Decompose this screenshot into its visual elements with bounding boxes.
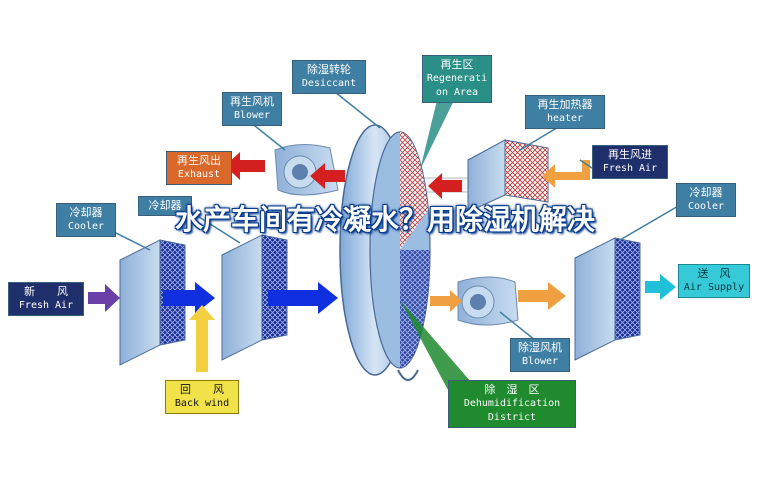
cooler-3-label: 冷却器 Cooler (676, 183, 736, 217)
dehum-blower-label: 除湿风机 Blower (510, 338, 570, 372)
desiccant-wheel-label-zh: 除湿转轮 (307, 63, 351, 76)
regen-heater-unit (467, 139, 549, 213)
arrow-air-supply (645, 274, 676, 300)
leader-lines (400, 88, 478, 390)
back-wind-label-en: Back wind (174, 398, 230, 409)
fresh-air-label: 新 风 Fresh Air (8, 282, 84, 316)
regen-blower-unit (274, 144, 339, 196)
regen-area-label-en2: on Area (435, 87, 479, 98)
back-wind-label-zh: 回 风 (180, 383, 224, 396)
arrow-regen-exhaust (225, 152, 265, 180)
air-supply-label: 送 风 Air Supply (678, 264, 750, 298)
cooler-2-label-zh: 冷却器 (148, 199, 182, 212)
fresh-air-label-en: Fresh Air (18, 300, 74, 311)
cooler-1-label-zh: 冷却器 (69, 206, 103, 219)
arrow-fresh-air (88, 284, 120, 312)
back-wind-label: 回 风 Back wind (165, 380, 239, 414)
regen-fresh-air-label-en: Fresh Air (602, 163, 658, 174)
dehum-blower-label-zh: 除湿风机 (518, 341, 562, 354)
arrow-wheel-to-blower (310, 163, 345, 189)
air-supply-label-en: Air Supply (683, 282, 745, 293)
regen-exhaust-label: 再生风出 Exhaust (166, 151, 232, 185)
fresh-air-label-zh: 新 风 (24, 285, 68, 298)
regen-heater-label-en: heater (546, 113, 584, 124)
headline-overlay: 水产车间有冷凝水？用除湿机解决 (174, 203, 595, 236)
dehum-blower-label-en: Blower (521, 356, 559, 367)
dehum-district-label-en2: District (487, 412, 537, 423)
regen-area-label-zh: 再生区 (440, 58, 474, 71)
air-supply-label-zh: 送 风 (697, 267, 731, 280)
dehum-district-label-zh: 除 湿 区 (484, 383, 540, 396)
dehum-blower-unit (457, 276, 519, 326)
cooler-unit-3 (574, 237, 641, 361)
regen-area-label-en1: Regenerati (426, 73, 488, 84)
desiccant-wheel-label: 除湿转轮 Desiccant (292, 60, 366, 94)
regen-fresh-air-label-zh: 再生风进 (608, 148, 652, 161)
regen-area-label: 再生区 Regenerati on Area (422, 55, 492, 103)
arrow-wheel-to-blower-lower (430, 290, 462, 312)
dehum-district-label: 除 湿 区 Dehumidification District (448, 380, 576, 428)
dehum-district-label-en1: Dehumidification (463, 398, 561, 409)
regen-blower-label-en: Blower (233, 110, 271, 121)
arrow-fresh-air-in (542, 160, 590, 188)
regen-exhaust-label-en: Exhaust (177, 169, 221, 180)
regen-heater-label: 再生加热器 heater (525, 95, 605, 129)
desiccant-wheel-label-en: Desiccant (301, 78, 357, 89)
cooler-unit-2 (221, 234, 288, 361)
cooler-1-label-en: Cooler (67, 221, 105, 232)
cooler-3-label-zh: 冷却器 (689, 186, 723, 199)
arrow-cooler2-to-wheel (268, 282, 338, 314)
desiccant-wheel (339, 124, 431, 381)
regen-blower-label-zh: 再生风机 (230, 95, 274, 108)
arrow-back-wind (189, 305, 215, 372)
leader-lines-blue (109, 87, 681, 341)
cooler-3-label-en: Cooler (687, 201, 725, 212)
regen-blower-label: 再生风机 Blower (222, 92, 282, 126)
regen-fresh-air-label: 再生风进 Fresh Air (592, 145, 668, 179)
regen-exhaust-label-zh: 再生风出 (177, 154, 221, 167)
cooler-2-label: 冷却器 (138, 196, 192, 216)
arrow-heater-to-wheel (428, 173, 462, 199)
arrow-blower-to-cooler3 (518, 282, 566, 310)
cooler-1-label: 冷却器 Cooler (56, 203, 116, 237)
regen-heater-label-zh: 再生加热器 (537, 98, 593, 111)
